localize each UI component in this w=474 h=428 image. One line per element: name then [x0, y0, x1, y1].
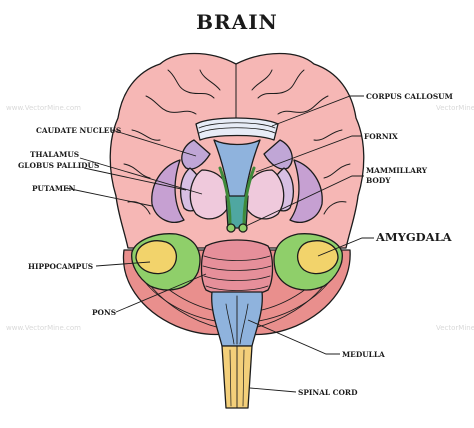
watermark: VectorMine	[436, 104, 474, 112]
watermark: www.VectorMine.com	[6, 324, 81, 332]
putamen-left	[151, 159, 185, 223]
leader-lines	[65, 95, 374, 393]
caudate-nucleus-right	[263, 139, 293, 170]
label-amygdala: AMYGDALA	[376, 230, 452, 244]
amygdala-right	[297, 240, 339, 275]
label-caudate-nucleus: CAUDATE NUCLEUS	[36, 126, 122, 135]
caudate-nucleus-left	[181, 139, 211, 170]
label-mammillary-body-line2: BODY	[366, 176, 391, 185]
fornix	[213, 139, 261, 215]
label-putamen: PUTAMEN	[32, 184, 76, 193]
label-globus-pallidus: GLOBUS PALLIDUS	[18, 161, 100, 170]
pons	[200, 239, 274, 297]
label-corpus-callosum: CORPUS CALLOSUM	[366, 92, 453, 101]
watermark: VectorMine	[436, 324, 474, 332]
label-fornix: FORNIX	[364, 132, 398, 141]
label-pons: PONS	[92, 308, 117, 317]
cerebrum-gyri	[123, 63, 351, 215]
label-medulla: MEDULLA	[342, 350, 385, 359]
label-hippocampus: HIPPOCAMPUS	[28, 262, 94, 271]
mammillary-body-right	[238, 223, 248, 233]
putamen-right	[289, 159, 323, 223]
label-spinal-cord: SPINAL CORD	[298, 388, 358, 397]
label-mammillary-body-line1: MAMMILLARY	[366, 166, 428, 175]
watermark: www.VectorMine.com	[6, 104, 81, 112]
fornix-columns	[218, 166, 256, 226]
mammillary-body-left	[226, 223, 236, 233]
amygdala-left	[135, 240, 177, 275]
diagram-title: BRAIN	[196, 10, 278, 34]
label-thalamus: THALAMUS	[30, 150, 80, 159]
